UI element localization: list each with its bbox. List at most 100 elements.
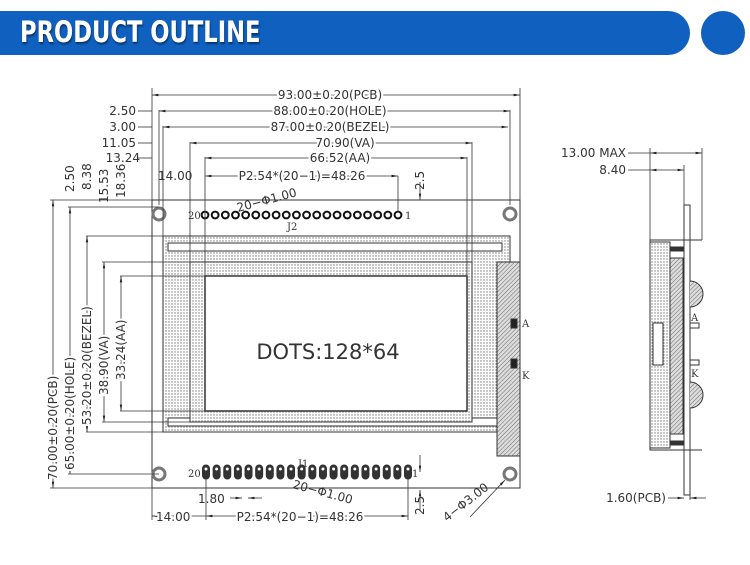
j2-pin <box>393 210 403 220</box>
header-decorative-circle <box>701 11 745 55</box>
front-view <box>50 88 521 520</box>
j2-pin <box>332 210 342 220</box>
j1-pin-first: 20 <box>188 469 201 480</box>
side-anode-label: A <box>690 313 699 324</box>
j1-pad <box>223 464 232 480</box>
mount-hole <box>502 206 518 222</box>
side-pcb <box>683 204 691 496</box>
j2-pin <box>261 210 271 220</box>
display-resolution-label: DOTS:128*64 <box>256 340 399 364</box>
j1-pin-hole <box>300 467 304 471</box>
dim-pin-edge-top: 2.5 <box>413 171 427 190</box>
backlight-anode-label: A <box>521 319 530 330</box>
backlight-strip <box>496 261 521 457</box>
j1-pin-hole <box>353 467 357 471</box>
j2-pin <box>210 210 220 220</box>
dim-off-pin-top: 14.00 <box>158 169 192 183</box>
j1-pin-hole <box>215 467 219 471</box>
section-title: PRODUCT OUTLINE <box>20 15 261 49</box>
dim-hole-width: 88.00±0.20(HOLE) <box>273 104 386 118</box>
dim-va-width: 70.90(VA) <box>315 136 374 150</box>
dim-pcb-width: 93.00±0.20(PCB) <box>278 88 382 102</box>
j2-pin <box>312 210 322 220</box>
dim-pcb-thickness: 1.60(PCB) <box>606 491 666 505</box>
dim-pin-edge-bottom: 2.5 <box>413 496 427 515</box>
j2-pin <box>322 210 332 220</box>
j1-pad <box>350 464 359 480</box>
dim-hole-height: 65.00±0.20(HOLE) <box>63 357 77 470</box>
j1-pad <box>265 464 274 480</box>
j1-pad <box>393 464 402 480</box>
j1-pad <box>202 464 210 480</box>
dim-bezel-width: 87.00±0.20(BEZEL) <box>271 120 390 134</box>
j2-pin <box>241 210 251 220</box>
dim-off-hole: 2.50 <box>109 104 136 118</box>
j2-pin <box>231 210 240 220</box>
top-connector-pins <box>200 210 403 220</box>
j1-pad <box>382 464 391 480</box>
dim-top-pitch: P2.54*(20−1)=48.26 <box>239 169 366 183</box>
j1-pin-hole <box>257 467 261 471</box>
j1-pad <box>361 464 370 480</box>
j2-pin <box>302 210 311 220</box>
dim-module-thickness: 8.40 <box>599 163 626 177</box>
dim-off-hole-v: 2.50 <box>63 165 77 192</box>
dim-off-bezel: 3.00 <box>109 120 136 134</box>
j1-pin-hole <box>289 467 293 471</box>
dim-bezel-height: 53.20±0.20(BEZEL) <box>80 306 94 425</box>
section-header-banner: PRODUCT OUTLINE <box>0 11 690 55</box>
side-cathode-label: K <box>691 369 699 380</box>
dim-off-aa-v: 18.36 <box>114 164 128 198</box>
bottom-connector-pins <box>202 464 412 480</box>
side-view <box>628 148 706 500</box>
j1-pin-hole <box>374 467 378 471</box>
j1-pad <box>308 464 317 480</box>
j1-pin-hole <box>236 467 240 471</box>
j1-pin-hole <box>385 467 389 471</box>
j2-pin-first: 20 <box>188 211 201 222</box>
front-view-labels: 93.00±0.20(PCB) 88.00±0.20(HOLE) 87.00±0… <box>44 86 530 526</box>
j2-pin <box>383 210 393 220</box>
j1-pad <box>372 464 381 480</box>
j1-pin-hole <box>247 467 251 471</box>
dim-aa-width: 66.52(AA) <box>310 151 370 165</box>
dim-off-va: 11.05 <box>102 136 136 150</box>
j2-pin-last: 1 <box>405 211 411 222</box>
dim-off-va-v: 15.53 <box>97 169 111 203</box>
j2-pin <box>373 210 383 220</box>
mount-hole <box>151 206 167 222</box>
j1-pad <box>276 464 285 480</box>
j1-pad <box>404 464 412 480</box>
j2-pin <box>251 210 261 220</box>
j1-pin-hole <box>204 467 208 471</box>
j1-pin-hole <box>395 467 399 471</box>
j1-pin-hole <box>225 467 229 471</box>
j2-pin <box>352 210 362 220</box>
j2-pin <box>363 210 372 220</box>
dim-max-thickness: 13.00 MAX <box>561 146 626 160</box>
j1-label: J1 <box>297 459 308 470</box>
j1-pad <box>255 464 264 480</box>
j1-pad <box>212 464 221 480</box>
j1-pin-hole <box>310 467 314 471</box>
dim-bottom-pitch: P2.54*(20−1)=48.26 <box>237 510 364 524</box>
j1-pad <box>244 464 253 480</box>
dim-off-pin-bottom: 14.00 <box>156 510 190 524</box>
j2-pin <box>342 210 352 220</box>
j2-pin <box>281 210 291 220</box>
j1-pin-hole <box>321 467 325 471</box>
j1-pad <box>233 464 242 480</box>
dim-pad-width: 1.80 <box>198 492 225 506</box>
j1-pin-hole <box>278 467 282 471</box>
dim-pcb-height: 70.00±0.20(PCB) <box>46 376 60 480</box>
j1-pin-hole <box>332 467 336 471</box>
j2-pin <box>292 210 301 220</box>
mount-hole <box>502 466 518 482</box>
dim-off-bezel-v: 8.38 <box>80 163 94 190</box>
j1-pin-last: 1 <box>412 469 418 480</box>
j1-pad <box>329 464 338 480</box>
active-area <box>204 275 468 412</box>
j1-pad <box>340 464 349 480</box>
backlight-cathode-label: K <box>522 371 530 382</box>
